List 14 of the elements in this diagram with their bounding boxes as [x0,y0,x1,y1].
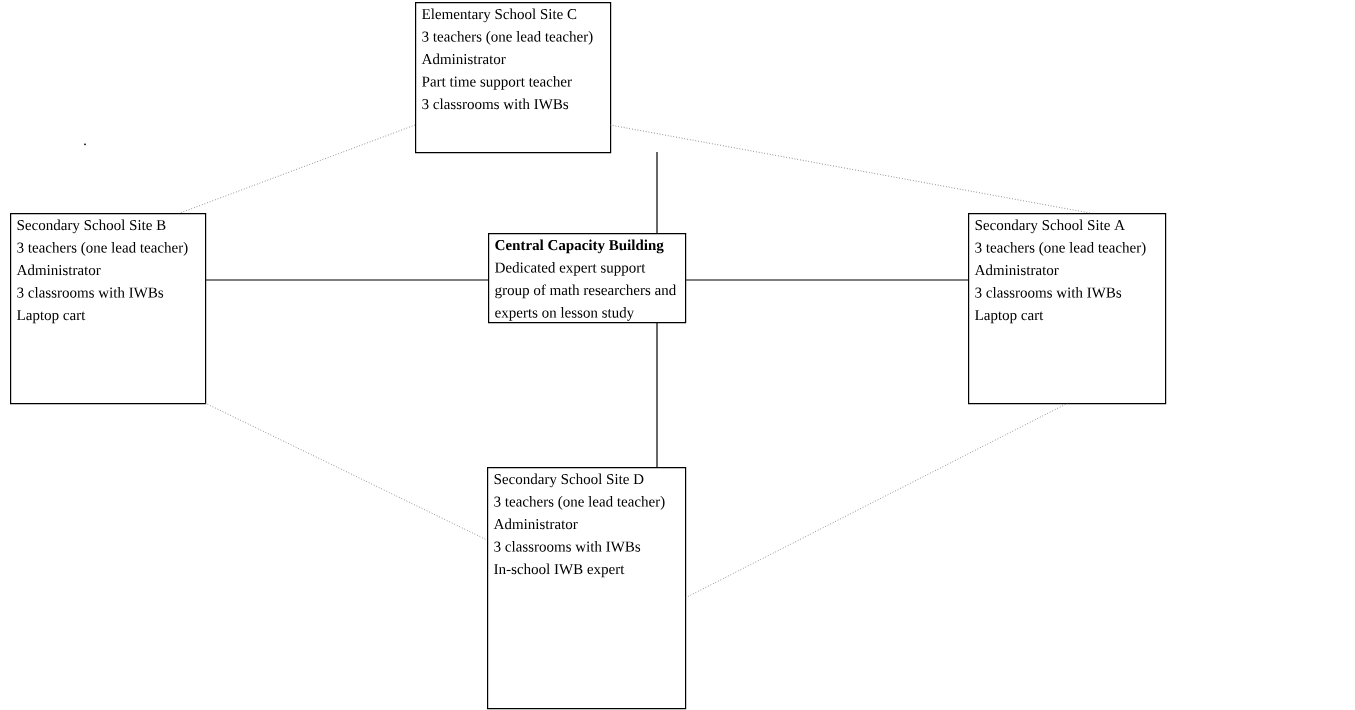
site-box: Secondary School Site A 3 teachers (one lead teacher) Administrator 3 classrooms with IWBs Laptop cart [968,213,1167,405]
connector-line [656,321,658,468]
dotted-line [684,402,1069,599]
dotted-line [179,124,416,214]
connector-line [684,279,969,281]
site-box: Elementary School Site C 3 teachers (one lead teacher) Administrator Part time support teacher 3 classrooms with IWBs [415,2,612,154]
connector-line [204,279,489,281]
site-box: Central Capacity Building Dedicated expert support group of math researchers and experts on lesson study [488,233,687,324]
dotted-line [609,124,1091,214]
dot-mark: . [84,143,86,146]
site-box: Secondary School Site D 3 teachers (one lead teacher) Administrator 3 classrooms with IWBs In-school IWB expert [487,467,687,710]
site-box: Secondary School Site B 3 teachers (one lead teacher) Administrator 3 classrooms with IWBs Laptop cart [10,213,207,405]
dotted-line [204,402,488,541]
connector-line [656,151,658,234]
